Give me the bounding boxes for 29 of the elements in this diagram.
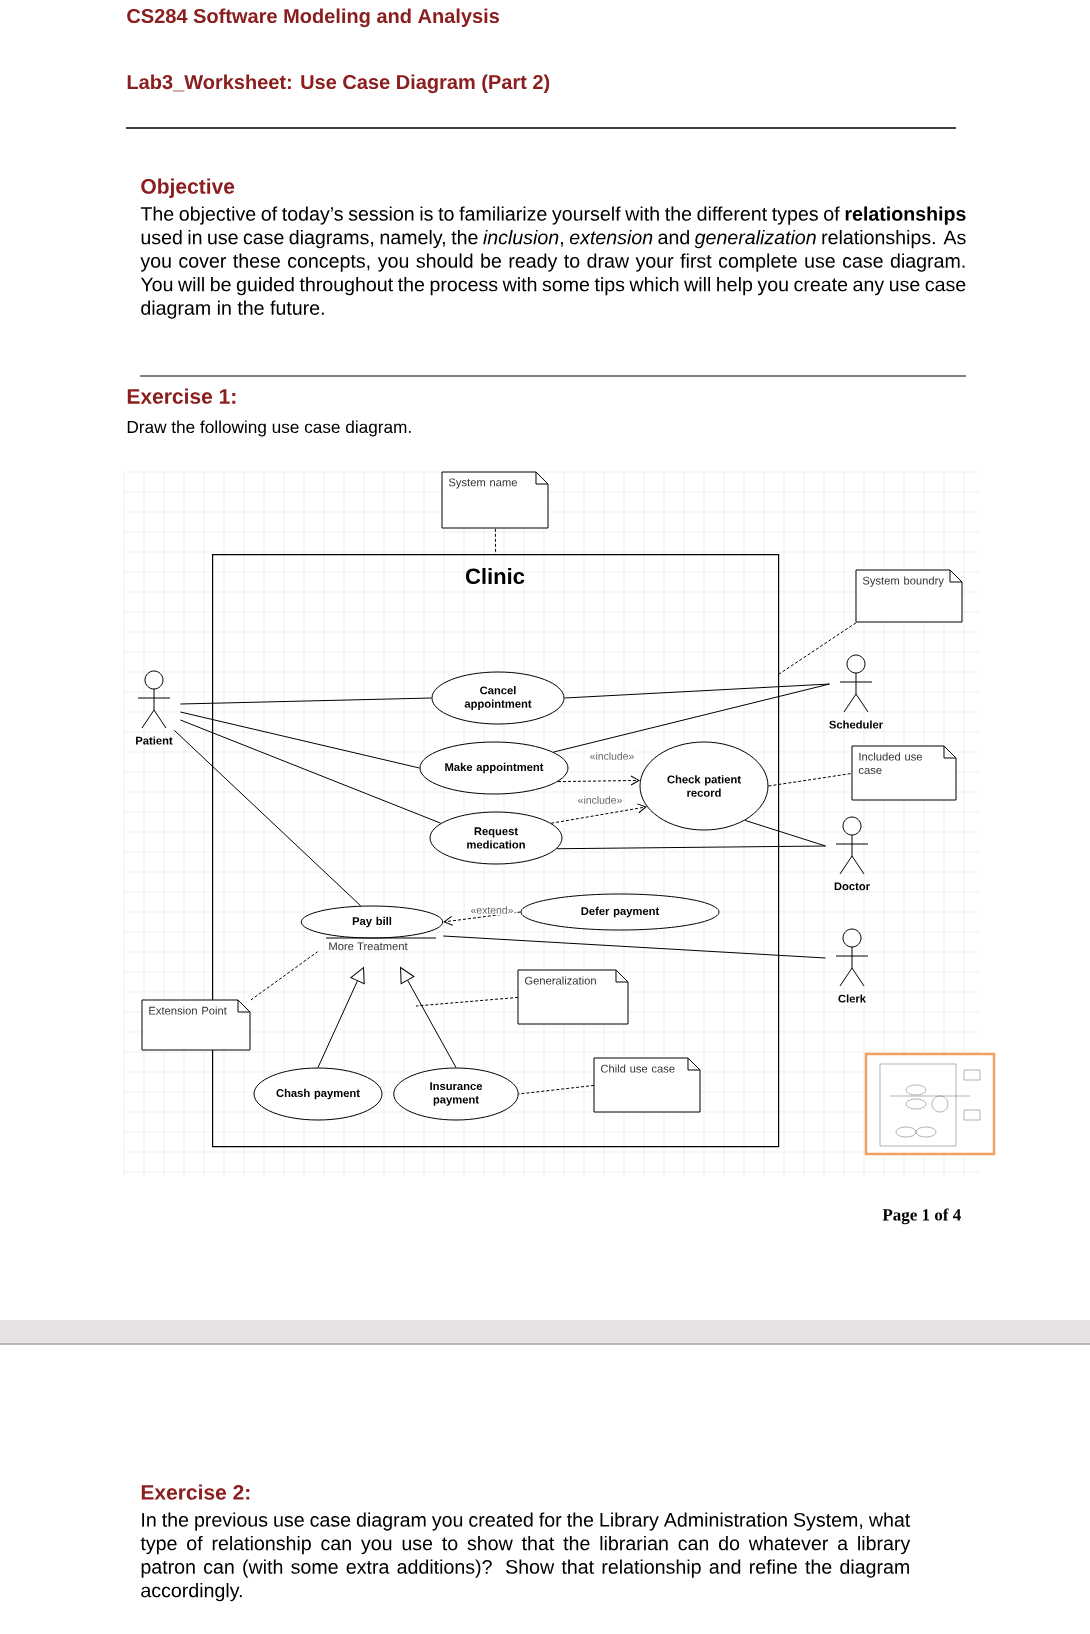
section-heading: Exercise 1:: [127, 388, 236, 404]
page-subtitle: Lab3_Worksheet: Use Case Diagram (Part 2): [127, 74, 550, 94]
section-heading: Exercise 2:: [141, 1484, 250, 1500]
association-line: [556, 845, 827, 850]
exercise-paragraph: In the previous use case diagram you created for the Library Administration System, what type of relationship can you use to show that the librarian can do whatever a library patron can (with some extra additions)? Show that relationship and refine the diagram accordingly.: [140, 1512, 911, 1602]
association-line: [173, 729, 362, 907]
instruction-text: Draw the following use case diagram.: [127, 420, 411, 437]
association-line: [179, 711, 420, 769]
association-line: [179, 719, 442, 824]
association-line: [179, 697, 432, 705]
note-connector: [494, 528, 497, 555]
page-title: CS284 Software Modeling and Analysis: [127, 8, 499, 28]
dependency-arrow: [443, 911, 521, 926]
page-number: Page 1 of 4: [882, 1208, 961, 1225]
dependency-arrow: [557, 775, 640, 786]
association-line: [553, 683, 831, 753]
association-line: [564, 683, 831, 699]
association-line: [744, 819, 827, 847]
generalization-arrow: [400, 967, 457, 1068]
note-connector: [778, 622, 857, 675]
note-connector: [415, 996, 519, 1007]
note-connector: [250, 951, 319, 1001]
association-line: [442, 935, 827, 959]
section-heading: Objective: [141, 178, 235, 198]
note-connector: [518, 1084, 595, 1095]
dependency-arrow: [550, 803, 647, 824]
generalization-arrow: [317, 967, 365, 1068]
note-connector: [768, 772, 853, 787]
objective-paragraph: The objective of today’s session is to familiarize yourself with the different types of relationships used in use case diagrams, namely, the inclusion, extension and generalization relationships. As you cover these concepts, you should be ready to draw your first complete use case diagram. You will be guided throughout the process with some tips which will help you create any use case diagram in the future.: [140, 206, 966, 319]
